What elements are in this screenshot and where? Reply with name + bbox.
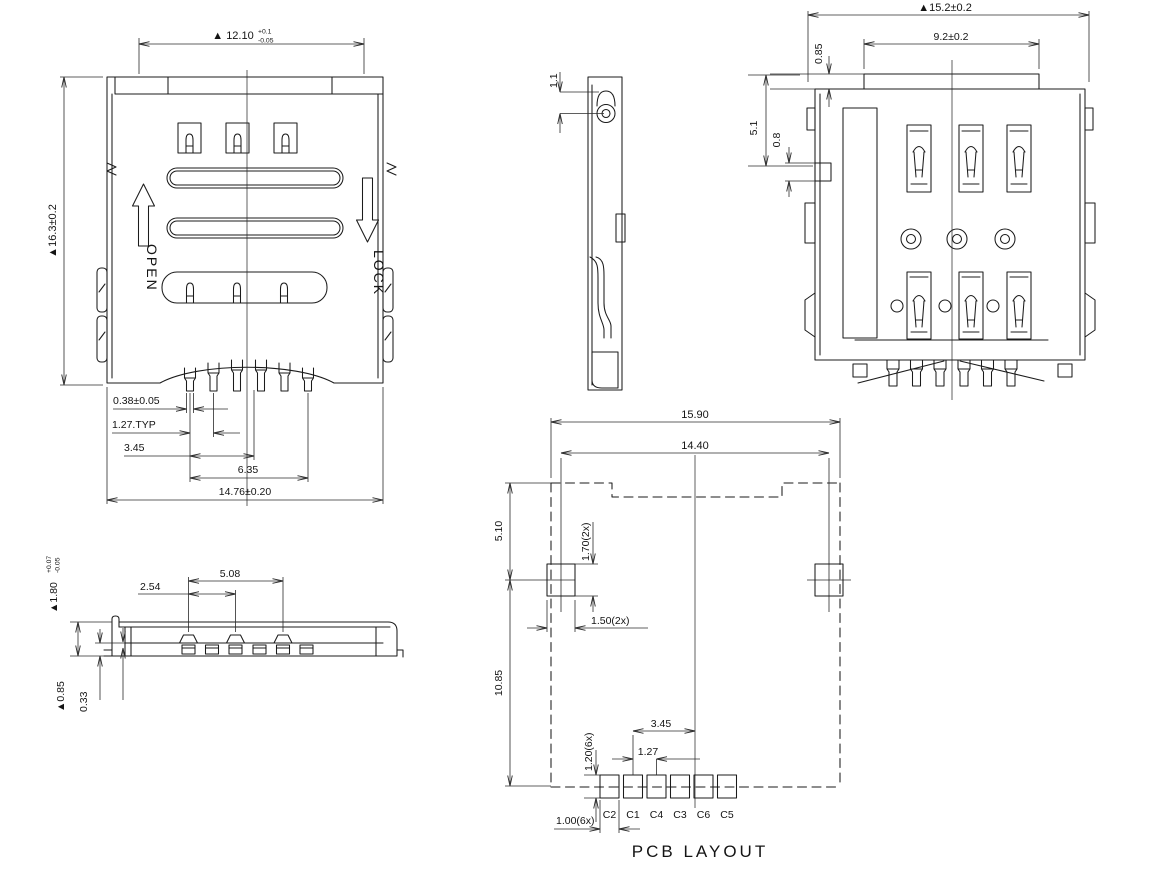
pcb-outline	[550, 482, 841, 788]
latch-right-upper	[382, 267, 394, 313]
break-mark-left	[106, 162, 117, 176]
top-view-dimensions: ▲ 12.10 +0.1 -0.05 ▲16.3±0.2 0.38±0.05 1…	[47, 29, 384, 504]
bottom-view: ▲15.2±0.2 9.2±0.2 0.85 5.1 0.8	[748, 2, 1096, 400]
contact-springs-top-row	[906, 124, 1032, 193]
side-notch	[615, 213, 626, 243]
side-view-dimensions: 1.1	[548, 72, 604, 133]
dim-345-pcb: 3.45	[651, 718, 672, 730]
bottom-view-dimensions: ▲15.2±0.2 9.2±0.2 0.85 5.1 0.8	[748, 2, 1090, 197]
pcb-layout-view: 15.90 14.40 5.10 10.85 1.70(2x) 1.50(2x)…	[493, 409, 851, 861]
top-view: OPEN LOCK ▲ 12.10 +0.1 -0.05 ▲16.3±0.2 0	[47, 29, 397, 506]
dim-pad-height: 1.70(2x)	[580, 522, 592, 561]
dim-hinge: 1.1	[548, 73, 560, 88]
latch-left-upper	[96, 267, 108, 313]
dim-033: 0.33	[78, 691, 90, 712]
dim-tab-width: 9.2±0.2	[934, 31, 969, 43]
dim-height: ▲1.80	[48, 582, 60, 613]
bottom-view-outline	[814, 88, 1086, 361]
pad-label-c5: C5	[720, 809, 734, 821]
dim-mid-height: 10.85	[493, 670, 505, 696]
dim-pin-pitch: 1.27.TYP	[112, 419, 156, 431]
dim-127: 1.27	[638, 746, 659, 758]
dim-pin-width: 0.38±0.05	[113, 395, 160, 407]
insulator-slot	[842, 107, 878, 339]
dim-latch: 0.8	[771, 133, 783, 148]
profile-view: ▲1.80 +0.07 -0.05 ▲0.85 0.33 2.54 5.08	[46, 556, 404, 712]
pad-label-c6: C6	[697, 809, 711, 821]
bottom-view-pins	[886, 359, 1018, 387]
pad-labels: C2 C1 C4 C3 C6 C5	[603, 809, 734, 821]
dim-inner-width: 14.40	[681, 440, 709, 452]
pad-label-c2: C2	[603, 809, 617, 821]
lock-arrow-icon	[355, 177, 380, 243]
side-view: 1.1	[548, 72, 626, 391]
pad-label-c4: C4	[650, 809, 664, 821]
dim-width-bottom: 14.76±0.20	[219, 486, 272, 498]
contact-window-lower	[161, 271, 328, 304]
foot-right	[1057, 363, 1073, 378]
dim-635: 6.35	[238, 464, 259, 476]
pcb-dimensions: 15.90 14.40 5.10 10.85 1.70(2x) 1.50(2x)…	[493, 409, 841, 833]
dim-345: 3.45	[124, 442, 145, 454]
latch-feature	[814, 162, 832, 182]
pad-label-c3: C3	[673, 809, 687, 821]
dim-side-height: 5.1	[748, 121, 760, 136]
break-mark-right	[386, 162, 397, 176]
contact-windows-top	[177, 122, 298, 154]
lock-label: LOCK	[371, 250, 387, 296]
cover-slots	[166, 167, 344, 239]
dim-small-pad-width: 1.00(6x)	[556, 815, 595, 827]
top-view-body-outline	[106, 76, 384, 384]
dim-254: 2.54	[140, 581, 161, 593]
dim-pad-width: 1.50(2x)	[591, 615, 630, 627]
open-label: OPEN	[144, 244, 160, 292]
latch-left-lower	[96, 315, 108, 363]
dim-top-height: 5.10	[493, 521, 505, 542]
pad-label-c1: C1	[626, 809, 640, 821]
profile-bumps	[178, 634, 293, 644]
dim-height-tol-minus: -0.05	[55, 557, 62, 573]
mount-pad-right	[814, 563, 844, 597]
profile-pads	[181, 644, 314, 655]
dim-outer-width: 15.90	[681, 409, 709, 421]
dim-tab-offset: 0.85	[813, 43, 825, 64]
open-arrow-icon	[131, 183, 156, 247]
profile-dimensions: ▲1.80 +0.07 -0.05 ▲0.85 0.33 2.54 5.08	[46, 556, 284, 712]
dim-width-top-right: ▲15.2±0.2	[918, 2, 972, 14]
dim-width-top-tol-plus: +0.1	[258, 29, 272, 36]
foot-left	[852, 363, 868, 378]
profile-outline	[103, 621, 398, 657]
dim-small-pad-height: 1.20(6x)	[583, 732, 595, 771]
latch-right-lower	[382, 315, 394, 363]
pcb-layout-caption: PCB LAYOUT	[632, 842, 768, 861]
locating-rings	[900, 228, 1016, 250]
dim-height-tol-plus: +0.07	[46, 556, 53, 573]
solder-pins	[183, 359, 315, 392]
contact-springs-bottom-row	[906, 271, 1032, 340]
dim-width-top-tol-minus: -0.05	[258, 38, 274, 45]
dim-width-top: ▲ 12.10	[212, 30, 253, 42]
dim-085: ▲0.85	[55, 681, 67, 712]
dim-height-left: ▲16.3±0.2	[47, 204, 59, 258]
mount-pad-left	[546, 563, 576, 597]
dim-508: 5.08	[220, 568, 241, 580]
side-view-outline	[587, 76, 623, 391]
rear-tab	[863, 73, 1040, 90]
signal-pads	[599, 774, 738, 799]
small-holes	[890, 299, 1000, 313]
